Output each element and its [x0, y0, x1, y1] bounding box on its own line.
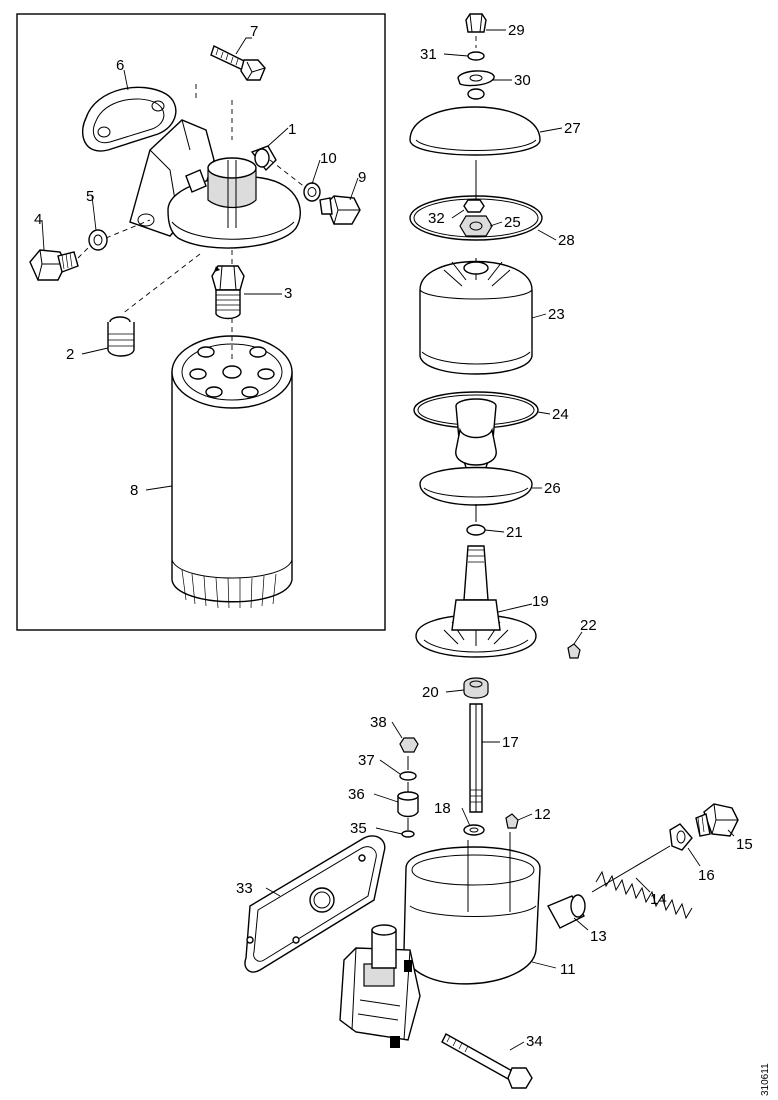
part-30-lock-washer [457, 70, 495, 87]
callout-38: 38 [370, 714, 387, 731]
callout-20: 20 [422, 684, 439, 701]
part-15-plug [695, 803, 739, 837]
part-7-bolt [210, 45, 266, 81]
callout-9: 9 [358, 169, 366, 186]
part-4-plug [29, 249, 79, 281]
callout-11: 11 [560, 961, 576, 978]
callout-3: 3 [284, 285, 292, 302]
callout-26: 26 [544, 480, 561, 497]
part-31-o-ring [467, 51, 485, 61]
part-13-piston [547, 894, 586, 929]
callout-30: 30 [514, 72, 531, 89]
part-3-nipple [211, 265, 245, 320]
callout-5: 5 [86, 188, 94, 205]
part-10-washer [303, 182, 321, 202]
part-11-housing [339, 846, 541, 1048]
callout-15: 15 [736, 836, 753, 853]
callout-32: 32 [428, 210, 445, 227]
part-17-spindle [469, 703, 483, 813]
callout-2: 2 [66, 346, 74, 363]
part-5-washer [88, 229, 108, 251]
part-36-valve [397, 791, 419, 818]
callout-8: 8 [130, 482, 138, 499]
callout-21: 21 [506, 524, 523, 541]
part-19-rotor-base [415, 545, 537, 658]
callout-1: 1 [288, 121, 296, 138]
part-16-seal-washer [669, 823, 693, 851]
callout-28: 28 [558, 232, 575, 249]
part-32-nut [463, 199, 485, 213]
part-12-plug [505, 813, 519, 829]
callout-13: 13 [590, 928, 607, 945]
inset-frame [16, 13, 386, 631]
callout-7: 7 [250, 23, 258, 40]
part-22-jet-plug [567, 643, 581, 659]
part-14-spring [591, 845, 693, 920]
callout-18: 18 [434, 800, 451, 817]
callout-10: 10 [320, 150, 337, 167]
callout-17: 17 [502, 734, 519, 751]
part-26-rotor-body [419, 398, 533, 506]
part-9-plug [319, 195, 361, 225]
part-23-rotor-bowl [419, 258, 533, 375]
callout-27: 27 [564, 120, 581, 137]
part-34-bolt [441, 1033, 533, 1089]
part-2-adapter [107, 316, 135, 357]
callout-23: 23 [548, 306, 565, 323]
callout-33: 33 [236, 880, 253, 897]
part-20-bushing [463, 677, 489, 699]
part-35-o-ring [401, 830, 415, 838]
callout-29: 29 [508, 22, 525, 39]
callout-25: 25 [504, 214, 521, 231]
callout-35: 35 [350, 820, 367, 837]
callout-37: 37 [358, 752, 375, 769]
callout-31: 31 [420, 46, 437, 63]
callout-16: 16 [698, 867, 715, 884]
part-21-nut [466, 524, 486, 536]
callout-34: 34 [526, 1033, 543, 1050]
part-33-gasket [244, 835, 386, 973]
part-37-washer [399, 771, 417, 781]
part-18-washer [463, 824, 485, 836]
callout-12: 12 [534, 806, 551, 823]
callout-19: 19 [532, 593, 549, 610]
top-hub [467, 88, 485, 100]
part-6-gasket [82, 86, 177, 152]
callout-24: 24 [552, 406, 569, 423]
part-8-filter-cartridge [171, 335, 293, 609]
callout-14: 14 [650, 891, 667, 908]
part-29-cap-nut [465, 13, 487, 33]
drawing-reference: 310611 [760, 1063, 771, 1096]
part-1-filter-head [129, 119, 301, 249]
callout-36: 36 [348, 786, 365, 803]
part-25-bearing-nut [459, 215, 493, 237]
callout-22: 22 [580, 617, 597, 634]
callout-4: 4 [34, 211, 42, 228]
part-38-bolt [399, 737, 419, 753]
callout-6: 6 [116, 57, 124, 74]
part-27-cover [409, 106, 541, 156]
